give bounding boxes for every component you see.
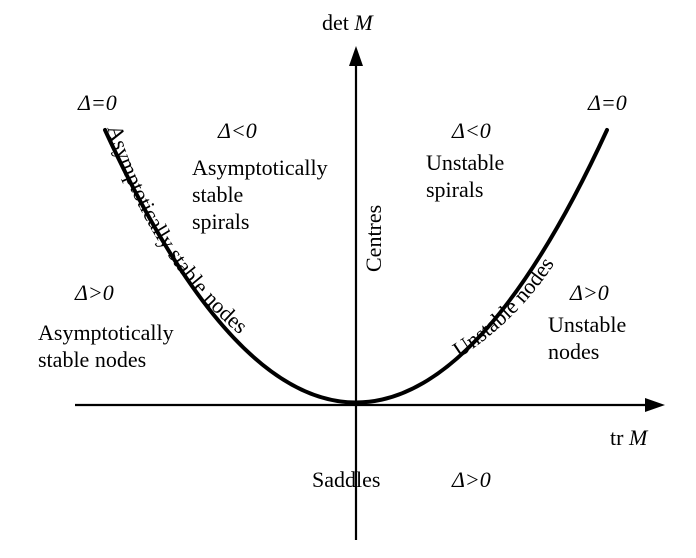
y-axis-arrow-icon xyxy=(349,46,363,66)
centres-label: Centres xyxy=(361,205,386,272)
upper-left-region-line1: Asymptotically xyxy=(192,155,328,180)
left-region-line1: Asymptotically xyxy=(38,320,174,345)
upper-right-region-line2: spirals xyxy=(426,177,483,202)
y-axis-label: det M xyxy=(322,10,374,35)
upper-right-delta-label: Δ<0 xyxy=(451,118,491,143)
right-delta-label: Δ>0 xyxy=(569,280,609,305)
saddles-label: Saddles xyxy=(312,467,380,492)
left-delta-label: Δ>0 xyxy=(74,280,114,305)
x-axis-arrow-icon xyxy=(645,398,665,412)
left-region-line2: stable nodes xyxy=(38,347,146,372)
x-axis-label: tr M xyxy=(610,425,649,450)
upper-left-region-line3: spirals xyxy=(192,209,249,234)
upper-left-region-line2: stable xyxy=(192,182,243,207)
bottom-delta-label: Δ>0 xyxy=(451,467,491,492)
right-curve-label: Unstable nodes xyxy=(448,252,558,362)
top-left-delta-label: Δ=0 xyxy=(77,90,117,115)
upper-right-region-line1: Unstable xyxy=(426,150,504,175)
right-region-line2: nodes xyxy=(548,339,599,364)
right-region-line1: Unstable xyxy=(548,312,626,337)
top-right-delta-label: Δ=0 xyxy=(587,90,627,115)
delta-zero-parabola xyxy=(103,128,609,405)
upper-left-delta-label: Δ<0 xyxy=(217,118,257,143)
